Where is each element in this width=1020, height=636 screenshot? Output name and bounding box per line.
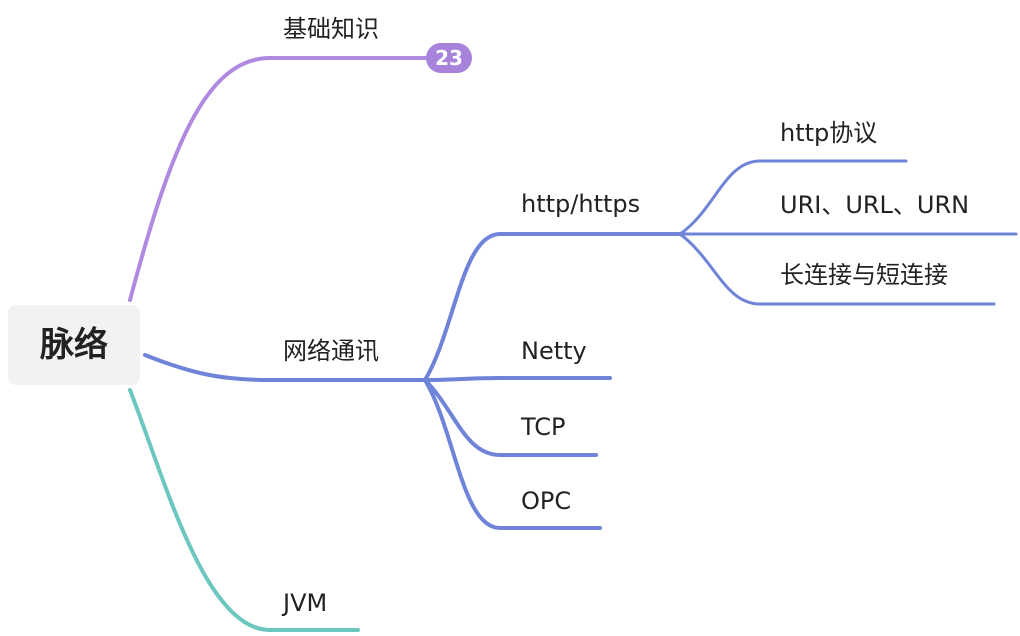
edge-http-to-long-short-connection	[678, 232, 996, 306]
opc-node[interactable]: OPC	[521, 487, 572, 515]
uri-url-urn-node[interactable]: URI、URL、URN	[780, 191, 970, 219]
collapsed-count-badge[interactable]: 23	[426, 43, 472, 73]
edge-root-to-network	[143, 353, 427, 382]
edge-network-to-netty	[423, 376, 612, 382]
http-protocol-node[interactable]: http协议	[780, 119, 878, 147]
root-node[interactable]: 脉络	[8, 305, 140, 385]
edge-network-to-opc	[423, 378, 602, 530]
root-label: 脉络	[40, 325, 108, 365]
tcp-node[interactable]: TCP	[521, 413, 566, 441]
edge-network-to-http	[423, 232, 682, 382]
netty-node[interactable]: Netty	[521, 337, 587, 365]
edge-network-to-tcp	[423, 378, 598, 457]
edge-root-to-basic	[128, 56, 434, 302]
jvm-node[interactable]: JVM	[283, 589, 328, 617]
edge-root-to-jvm	[128, 388, 360, 632]
network-communication-node[interactable]: 网络通讯	[283, 337, 379, 365]
long-short-connection-node[interactable]: 长连接与短连接	[780, 261, 948, 289]
http-https-node[interactable]: http/https	[521, 190, 641, 218]
edge-http-to-http-protocol	[678, 159, 908, 236]
basic-knowledge-node[interactable]: 基础知识	[283, 15, 379, 43]
